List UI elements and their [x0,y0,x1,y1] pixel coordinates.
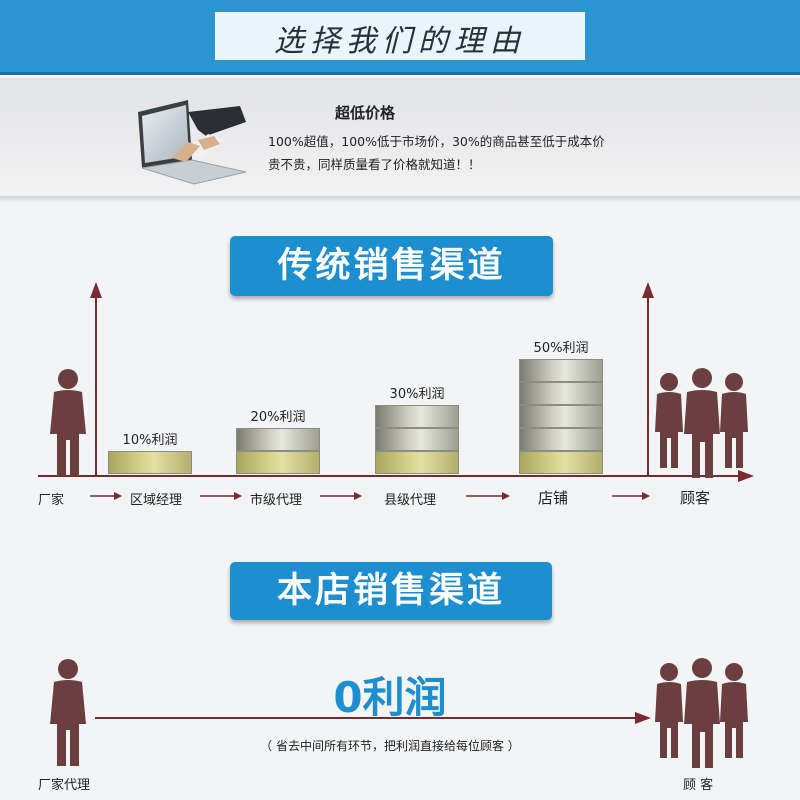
chain-label: 店铺 [538,489,569,507]
zero-profit-text: 0利润 [333,673,447,722]
traditional-chart [38,282,754,500]
profit-bar-slab [519,428,603,451]
direct-arrow [95,712,651,724]
profit-bar-label: 30%利润 [389,387,445,402]
agent-label: 厂家代理 [38,778,91,793]
profit-bar-slab [519,359,603,382]
chain-label: 顾客 [680,489,711,507]
profit-bar-slab [375,405,459,428]
profit-bar-slab [519,382,603,405]
profit-bar-slab [236,428,320,451]
profit-bar-slab [519,405,603,428]
feature-banner [0,78,800,196]
agent-person-icon [50,659,86,766]
profit-bar-slab [236,451,320,474]
chain-label: 厂家 [38,493,65,508]
title-plate [215,12,585,60]
customers-group-icon [655,368,748,478]
banner-shadow [0,196,800,202]
feature-line-1: 100%超值，100%低于市场价，30%的商品甚至低于成本价 [268,134,605,149]
handshake-laptop-icon [138,100,247,185]
profit-bar-slab [108,451,192,474]
customer-label: 顾 客 [683,778,714,793]
page-title: 选择我们的理由 [274,24,526,59]
customers-group-icon-2 [655,658,748,768]
our-channel-header: 本店销售渠道 [230,562,552,620]
feature-line-2: 贵不贵，同样质量看了价格就知道！！ [268,157,481,172]
profit-bar-slab [375,451,459,474]
profit-bar-label: 50%利润 [533,341,589,356]
traditional-channel-header: 传统销售渠道 [230,236,553,296]
profit-bar-label: 20%利润 [250,410,306,425]
chain-label: 县级代理 [384,493,437,508]
manufacturer-person-icon [50,369,86,476]
chain-label: 市级代理 [250,493,303,508]
our-channel-note: （ 省去中间所有环节，把利润直接给每位顾客 ） [260,739,520,753]
profit-bar-slab [519,451,603,474]
chain-label: 区域经理 [130,493,183,508]
profit-bar-slab [375,428,459,451]
profit-bar-label: 10%利润 [122,433,178,448]
feature-title: 超低价格 [335,104,396,122]
